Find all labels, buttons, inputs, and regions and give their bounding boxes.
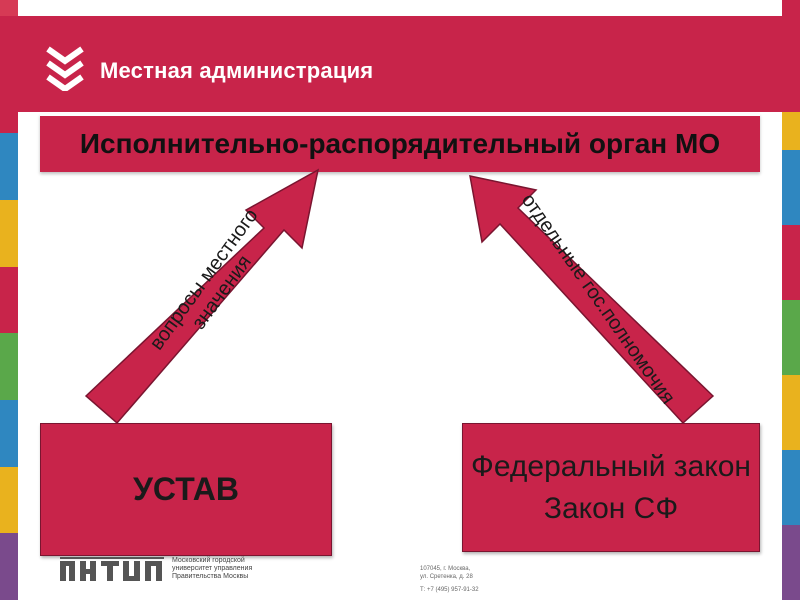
stripe-segment xyxy=(782,525,800,600)
triple-chevron-down-icon xyxy=(46,46,84,91)
charter-label: УСТАВ xyxy=(133,471,239,507)
footer-address: 107045, г. Москва, ул. Сретенка, д. 28 Т… xyxy=(420,565,479,594)
stripe-segment xyxy=(782,450,800,525)
stripe-segment xyxy=(0,466,18,534)
law-box: Федеральный закон Закон СФ xyxy=(462,423,760,552)
footer-phone: Т: +7 (495) 957-91-32 xyxy=(420,587,479,593)
footer-org-line2: университет управления xyxy=(172,565,253,572)
left-color-stripe xyxy=(0,0,18,600)
stripe-segment xyxy=(782,150,800,225)
page-title: Местная администрация xyxy=(100,58,374,83)
executive-body-box: Исполнительно-распорядительный орган МО xyxy=(40,114,760,172)
stripe-segment xyxy=(782,375,800,450)
stripe-segment xyxy=(0,400,18,467)
stripe-segment xyxy=(782,225,800,300)
stripe-segment xyxy=(0,333,18,400)
regional-law-label: Закон СФ xyxy=(543,491,679,525)
footer-address-line1: 107045, г. Москва, xyxy=(420,566,471,572)
header-band: Местная администрация xyxy=(0,16,800,112)
footer-org-line1: Московский городской xyxy=(172,557,245,564)
stripe-segment xyxy=(0,266,18,334)
stripe-segment xyxy=(0,133,18,200)
charter-box: УСТАВ xyxy=(40,423,332,556)
right-arrow xyxy=(469,175,715,425)
mgupp-logo xyxy=(60,557,164,581)
footer-org-line3: Правительства Москвы xyxy=(172,573,249,580)
footer-address-line2: ул. Сретенка, д. 28 xyxy=(420,574,473,580)
left-arrow xyxy=(84,168,320,425)
stripe-segment xyxy=(0,533,18,600)
stripe-segment xyxy=(782,300,800,375)
federal-law-label: Федеральный закон xyxy=(471,449,751,483)
footer-organization: Московский городской университет управле… xyxy=(172,557,282,581)
stripe-segment xyxy=(0,200,18,267)
